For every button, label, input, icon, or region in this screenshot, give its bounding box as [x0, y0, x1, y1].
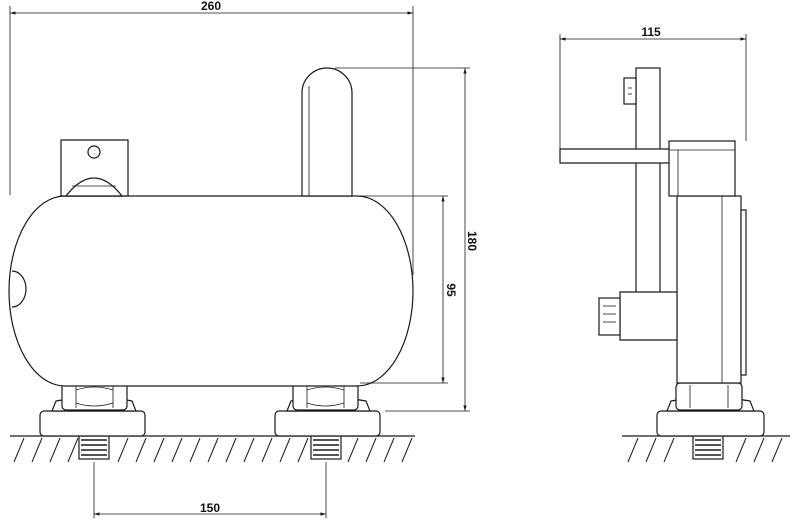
side-lever-plate [623, 67, 661, 307]
lever-handle [301, 67, 353, 197]
dim-overall-width-label: 260 [201, 0, 221, 13]
foot-right [274, 382, 381, 437]
left-knob [11, 270, 27, 308]
dim-foot-spacing: 150 [93, 462, 327, 518]
dim-side-depth: 115 [559, 25, 747, 149]
foot-side [656, 382, 765, 437]
dim-overall-height-label: 180 [465, 231, 479, 251]
dim-side-depth-label: 115 [641, 25, 661, 39]
stud-side [692, 435, 724, 460]
dim-overall-width: 260 [9, 0, 414, 275]
side-arm [559, 148, 677, 164]
side-body [676, 195, 747, 384]
side-cap [668, 140, 736, 197]
top-block [60, 139, 129, 197]
stud-left [78, 435, 110, 460]
dim-body-height-label: 95 [444, 283, 458, 297]
ground-front [10, 435, 415, 463]
side-connector [598, 291, 678, 341]
dim-body-height: 95 [360, 195, 458, 384]
front-view: 260 180 95 150 [8, 0, 479, 518]
stud-right [310, 435, 342, 460]
side-view: 115 [559, 25, 790, 463]
foot-left [39, 382, 146, 437]
main-body [8, 195, 414, 387]
dim-foot-spacing-label: 150 [200, 501, 220, 515]
dim-overall-height: 180 [335, 67, 479, 412]
